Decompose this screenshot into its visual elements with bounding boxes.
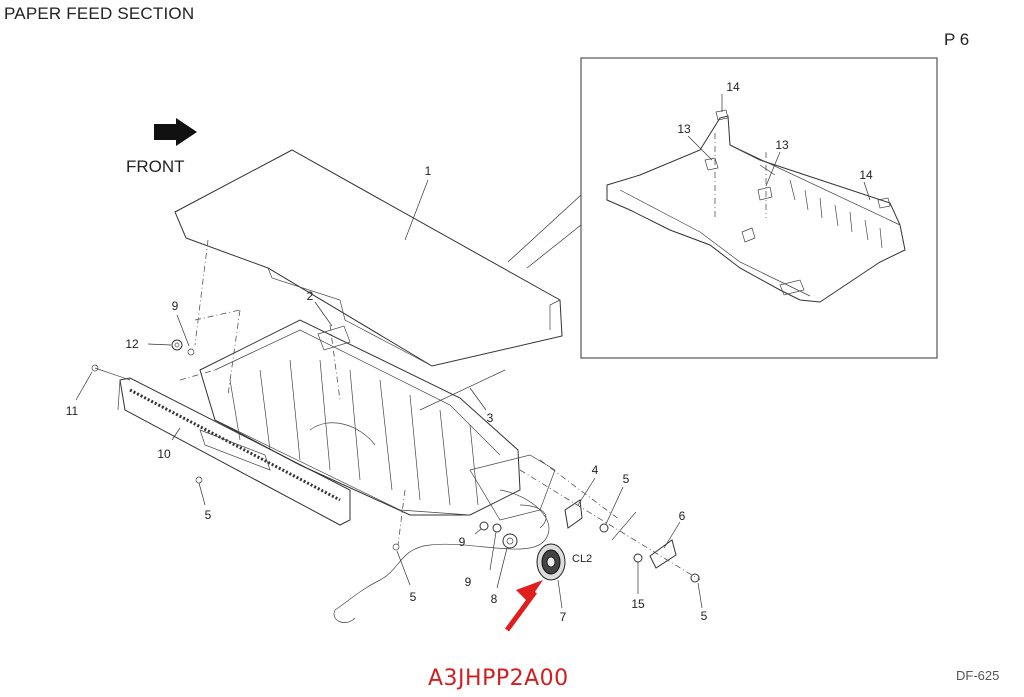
callout-5-bottom: 5 bbox=[409, 590, 417, 604]
callout-10: 10 bbox=[157, 447, 171, 461]
callout-1: 1 bbox=[424, 164, 432, 178]
callout-3: 3 bbox=[486, 411, 494, 425]
callout-5-right-lower: 5 bbox=[700, 609, 708, 623]
red-arrow-icon bbox=[504, 580, 543, 632]
front-label: FRONT bbox=[126, 157, 185, 176]
callout-5-right-upper: 5 bbox=[622, 472, 630, 486]
part-10-rail bbox=[117, 377, 351, 526]
small-parts bbox=[75, 314, 411, 586]
callout-7: 7 bbox=[559, 610, 567, 624]
callout-14-right: 14 bbox=[859, 168, 873, 182]
page-title: PAPER FEED SECTION bbox=[4, 4, 195, 23]
drive-parts bbox=[474, 459, 703, 609]
part-code-annotation: A3JHPP2A00 bbox=[428, 666, 569, 691]
page-number: P 6 bbox=[944, 30, 970, 49]
callout-14-left: 14 bbox=[726, 80, 740, 94]
model-label: DF-625 bbox=[956, 668, 1000, 683]
callout-11: 11 bbox=[65, 404, 79, 418]
front-arrow-icon bbox=[154, 118, 197, 146]
callout-5-left: 5 bbox=[204, 508, 212, 522]
callout-13-left: 13 bbox=[677, 122, 691, 136]
callout-13-right: 13 bbox=[775, 138, 789, 152]
callout-8: 8 bbox=[490, 592, 498, 606]
clutch-label: CL2 bbox=[572, 553, 593, 565]
dash-guides bbox=[179, 239, 406, 546]
callout-6: 6 bbox=[678, 509, 686, 523]
callout-9-top: 9 bbox=[171, 299, 179, 313]
callout-15: 15 bbox=[631, 597, 645, 611]
clutch-gear-icon bbox=[536, 543, 566, 581]
part-1-cover bbox=[174, 149, 563, 367]
main-frame bbox=[199, 319, 556, 623]
callout-2: 2 bbox=[306, 289, 314, 303]
callout-4: 4 bbox=[591, 463, 599, 477]
callout-9-middle: 9 bbox=[458, 535, 466, 549]
detail-inset bbox=[507, 57, 938, 359]
callout-12: 12 bbox=[125, 337, 139, 351]
callout-9-bottom: 9 bbox=[464, 575, 472, 589]
part-2-3 bbox=[314, 301, 506, 411]
